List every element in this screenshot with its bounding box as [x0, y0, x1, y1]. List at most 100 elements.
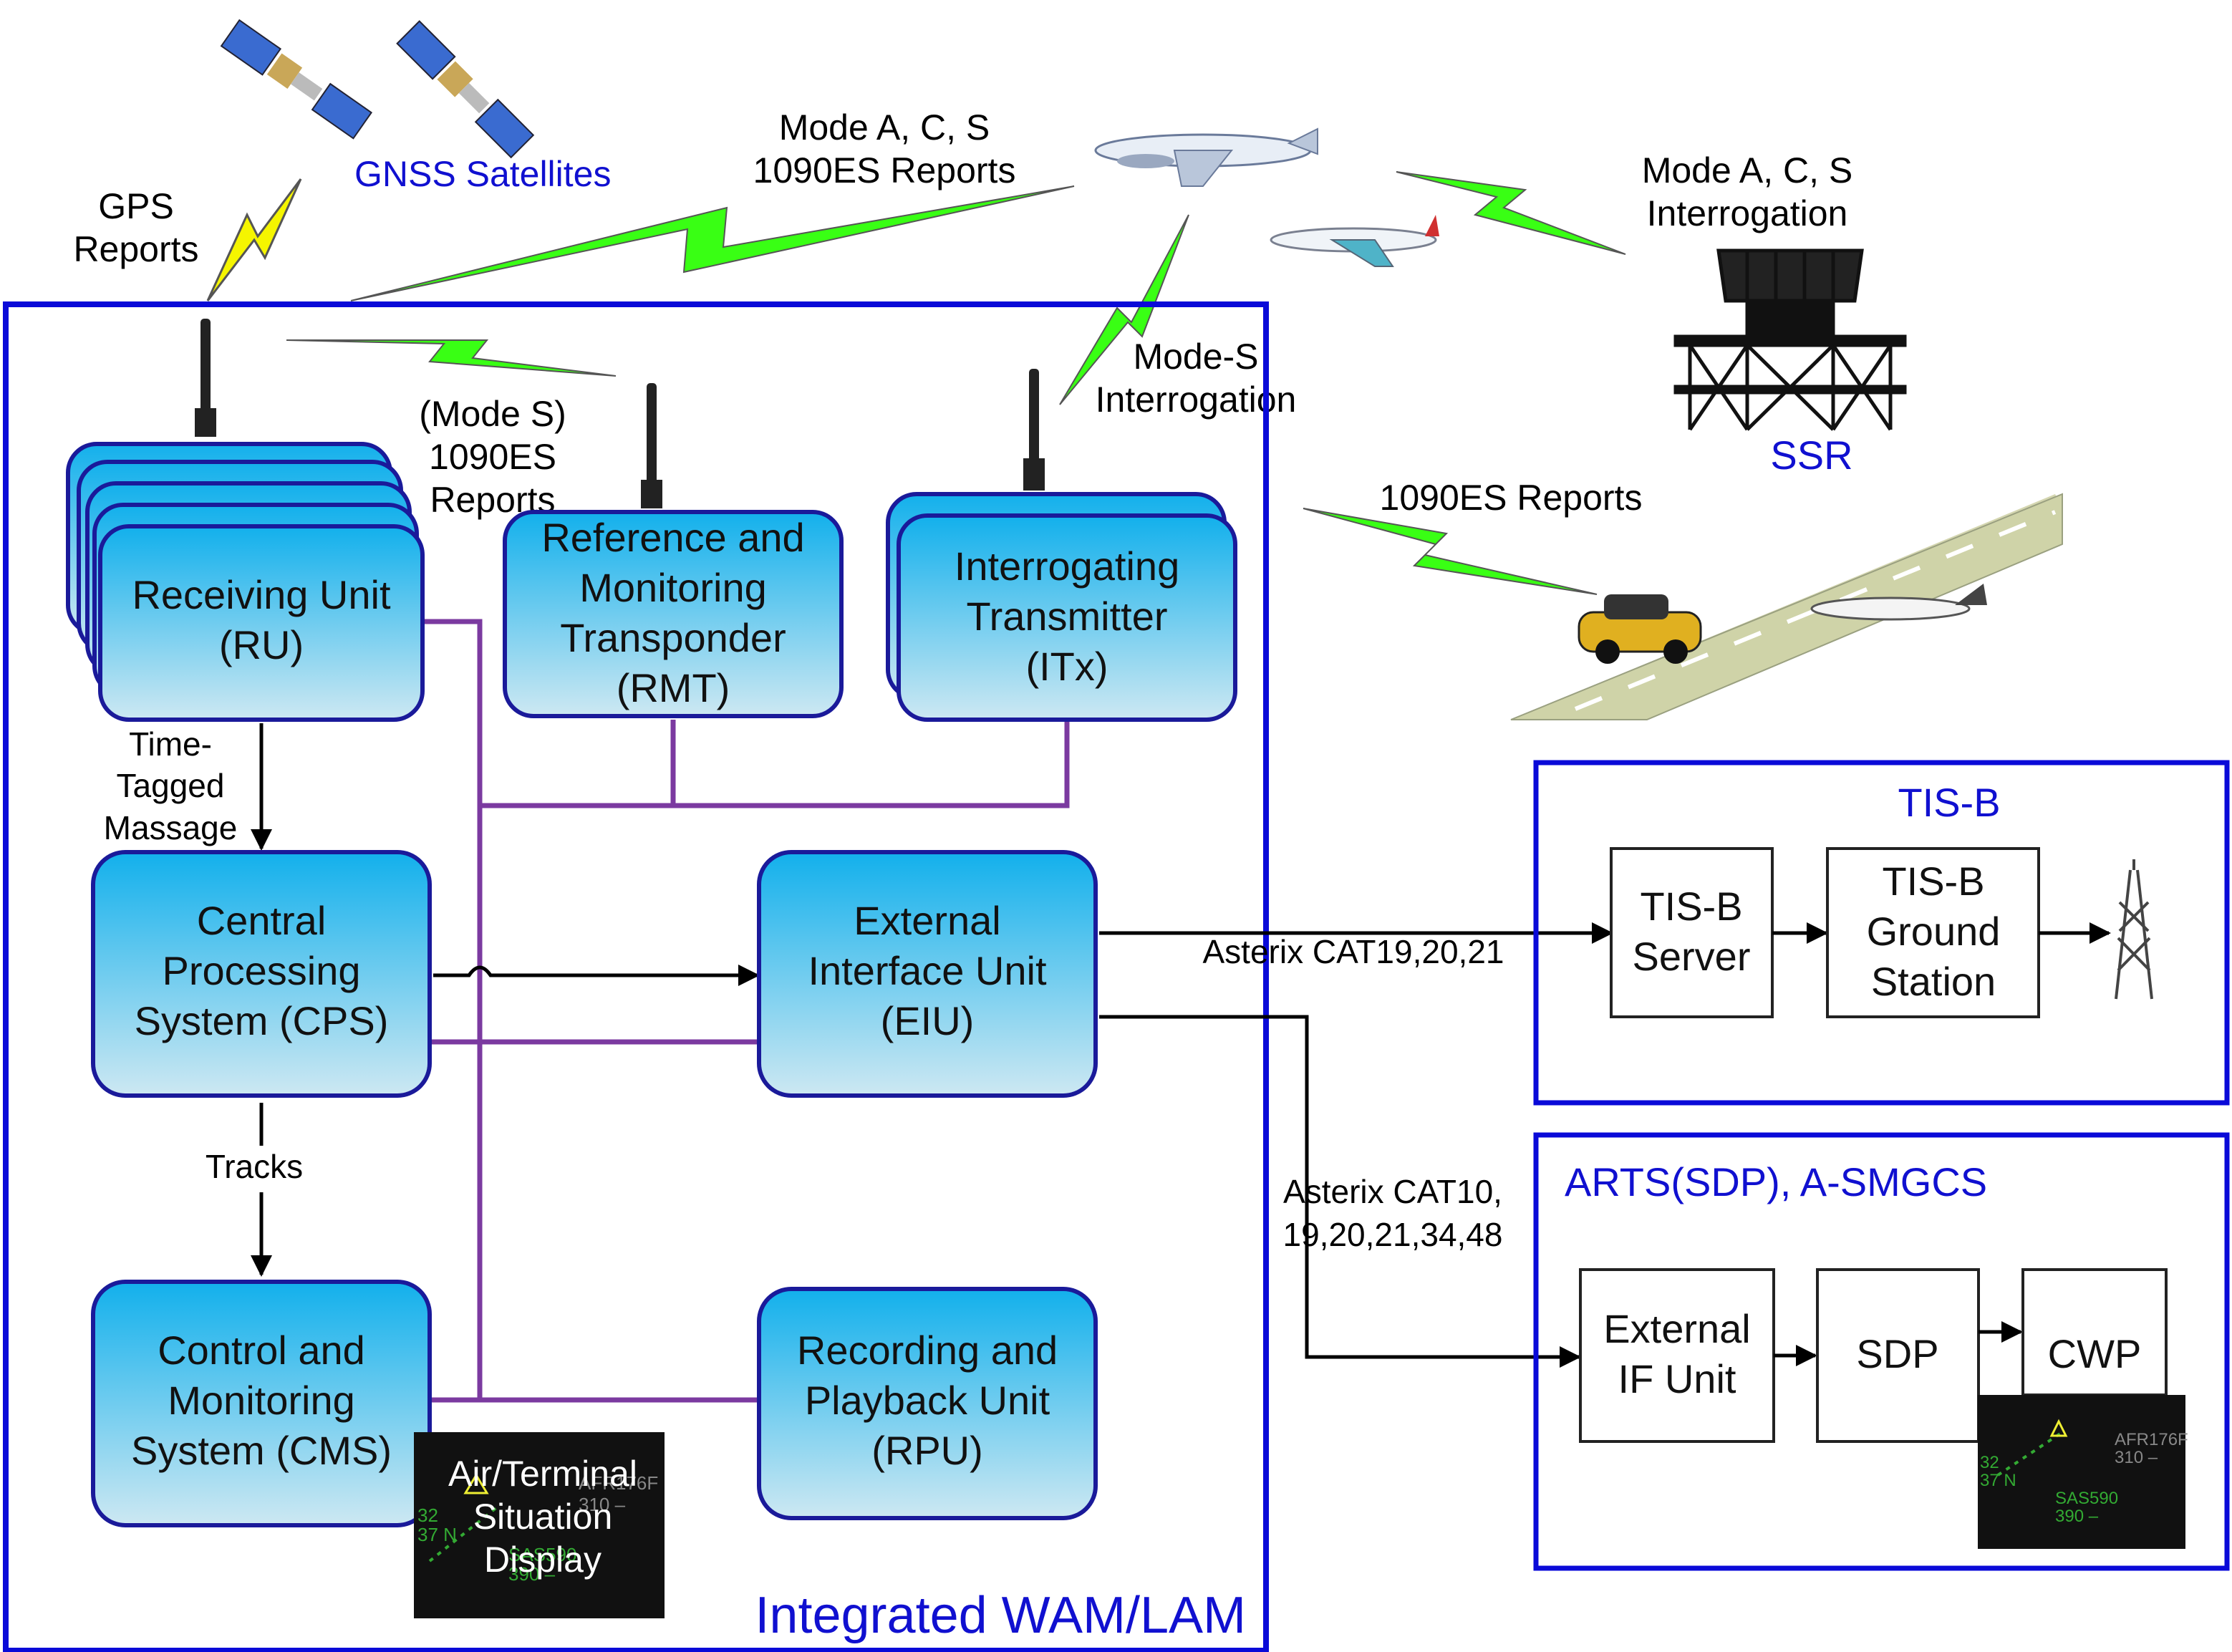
radar-alt-1: 310 – [579, 1494, 626, 1515]
cwp-radar-left-1: 32 [1980, 1453, 1999, 1472]
airplane-icon [1094, 127, 1318, 187]
sdp-label: SDP [1856, 1331, 1938, 1376]
antenna-icon [641, 383, 662, 508]
car-icon [1578, 594, 1702, 664]
mode-acs-interrogation-1: Mode A, C, S [1642, 150, 1853, 190]
radar-icon [1673, 248, 1907, 431]
antenna-icon [195, 319, 216, 437]
cwp-radar-callsign-2: SAS590 [2055, 1489, 2118, 1508]
rpu-box[interactable]: Recording and Playback Unit (RPU) [757, 1287, 1098, 1520]
system-title: Integrated WAM/LAM [755, 1587, 1246, 1644]
cms-box[interactable]: Control and Monitoring System (CMS) [91, 1280, 432, 1527]
mode-s-interrogation-1: Mode-S [1133, 337, 1258, 377]
arts-border [1533, 1132, 2230, 1571]
mode-s-interrogation-2: Interrogation [1096, 380, 1297, 420]
gps-bolt [206, 178, 302, 301]
airplane-icon [1810, 584, 1987, 621]
cps-label-1: Central [197, 898, 327, 943]
ext-if-unit-box[interactable]: External IF Unit [1579, 1268, 1775, 1443]
time-tagged-1: Time- [129, 725, 212, 763]
gnss-label: GNSS Satellites [354, 154, 611, 194]
tisb-ground-1: TIS-B [1882, 859, 1984, 904]
bus-lines [422, 619, 1070, 1403]
mode-s-reports-1: (Mode S) [419, 394, 566, 434]
eiu-box[interactable]: External Interface Unit (EIU) [757, 850, 1098, 1098]
mode-acs-reports-2: 1090ES Reports [753, 150, 1016, 190]
rmt-label-1: Reference and [541, 515, 804, 560]
asterix-arts-label-1: Asterix CAT10, [1283, 1173, 1502, 1210]
gps-reports-label-2: Reports [73, 229, 198, 269]
asterix-arts-label-2: 19,20,21,34,48 [1283, 1216, 1503, 1253]
itx-label-3: (ITx) [1025, 644, 1108, 689]
cps-label-2: Processing [162, 948, 360, 993]
ext-if-label-2: IF Unit [1618, 1356, 1736, 1401]
tisb-ground-box[interactable]: TIS-B Ground Station [1826, 847, 2040, 1018]
gps-reports-label-1: GPS [98, 186, 174, 226]
eiu-label-1: External [854, 898, 1000, 943]
eiu-label-3: (EIU) [881, 998, 975, 1043]
cps-box[interactable]: Central Processing System (CPS) [91, 850, 432, 1098]
radar-left-1: 32 [417, 1504, 438, 1526]
ru-label-2: (RU) [219, 622, 304, 667]
rmt-label-3: Transponder [560, 615, 786, 660]
ru-box[interactable]: Receiving Unit (RU) [66, 442, 425, 722]
cwp-radar-left-2: 37 N [1980, 1471, 2016, 1490]
tisb-server-box[interactable]: TIS-B Server [1610, 847, 1774, 1018]
radar-left-2: 37 N [417, 1524, 457, 1545]
time-tagged-3: Massage [104, 809, 238, 846]
itx-label-1: Interrogating [955, 544, 1179, 589]
cwp-box[interactable]: CWP [2021, 1268, 2168, 1396]
tisb-border [1533, 760, 2230, 1106]
system-border [3, 301, 1269, 1652]
radar-callsign-1: AFR176F [579, 1472, 658, 1494]
itx-box[interactable]: Interrogating Transmitter (ITx) [886, 492, 1237, 722]
cwp-radar-alt-1: 310 – [2115, 1448, 2158, 1467]
sdp-box[interactable]: SDP [1816, 1268, 1980, 1443]
radar-callsign-2: SAS590 [508, 1544, 576, 1565]
rmt-label-4: (RMT) [617, 665, 730, 710]
display-label-2: Situation [473, 1497, 613, 1537]
time-tagged-2: Tagged [117, 767, 225, 804]
airplane-icon [1270, 215, 1439, 267]
tower-icon [2115, 859, 2153, 1000]
ru-label-1: Receiving Unit [132, 572, 390, 617]
radar-alt-2: 390 – [508, 1563, 556, 1585]
display-label-1: Air/Terminal [448, 1454, 637, 1494]
es-reports-label: 1090ES Reports [1380, 478, 1643, 518]
cwp-radar-callsign-1: AFR176F [2115, 1430, 2188, 1449]
eiu-label-2: Interface Unit [808, 948, 1046, 993]
rmt-label-2: Monitoring [579, 565, 766, 610]
mode-s-reports-2: 1090ES [429, 437, 556, 477]
runway-icon [1510, 493, 2063, 720]
cwp-radar-alt-2: 390 – [2055, 1507, 2099, 1526]
tisb-server-2: Server [1633, 934, 1751, 979]
tisb-ground-2: Ground [1867, 909, 2001, 954]
tisb-ground-3: Station [1871, 959, 1996, 1004]
rpu-label-1: Recording and [797, 1328, 1058, 1373]
rmt-box[interactable]: Reference and Monitoring Transponder (RM… [503, 510, 844, 718]
mode-acs-reports-1: Mode A, C, S [779, 107, 990, 148]
mode-acs-interrogation-2: Interrogation [1647, 193, 1848, 233]
ext-if-label-1: External [1603, 1306, 1750, 1351]
cms-label-2: Monitoring [168, 1378, 354, 1423]
es-bolt [1303, 508, 1598, 595]
mode-s-bolt [1059, 214, 1189, 405]
ssr-label: SSR [1770, 433, 1852, 478]
tisb-title: TIS-B [1898, 780, 2000, 825]
flow-arrows [251, 723, 1613, 1368]
cms-label-3: System (CMS) [131, 1428, 392, 1473]
satellite-icon [396, 20, 535, 159]
rpu-label-2: Playback Unit [805, 1378, 1050, 1423]
ssr-bolt [1396, 171, 1626, 255]
cps-label-3: System (CPS) [135, 998, 389, 1043]
satellite-icon [220, 19, 373, 140]
display-label-3: Display [484, 1540, 602, 1580]
cms-label-1: Control and [158, 1328, 365, 1373]
itx-label-2: Transmitter [966, 594, 1167, 639]
asterix-tisb-label: Asterix CAT19,20,21 [1202, 933, 1504, 970]
mode-s-reports-bolt [286, 339, 617, 377]
reports-bolt [350, 185, 1075, 301]
tracks-label: Tracks [206, 1148, 303, 1185]
arts-title: ARTS(SDP), A-SMGCS [1565, 1159, 1987, 1204]
